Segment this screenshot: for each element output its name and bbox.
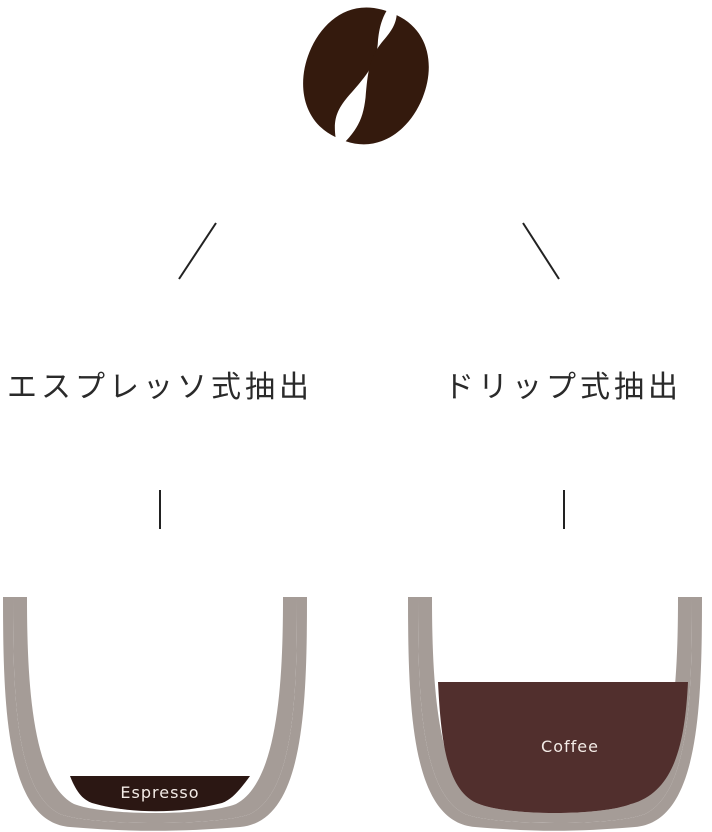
right-diagonal-line [522,222,560,280]
drip-method-label: ドリップ式抽出 [444,370,682,405]
coffee-drink-label: Coffee [541,737,599,756]
coffee-bean-icon [303,7,429,145]
left-diagonal-line [178,222,217,280]
espresso-glass [3,597,307,831]
coffee-glass [408,597,702,831]
coffee-liquid [438,682,688,813]
espresso-liquid [70,776,250,812]
espresso-drink-label: Espresso [120,783,200,802]
espresso-method-label: エスプレッソ式抽出 [7,370,313,405]
